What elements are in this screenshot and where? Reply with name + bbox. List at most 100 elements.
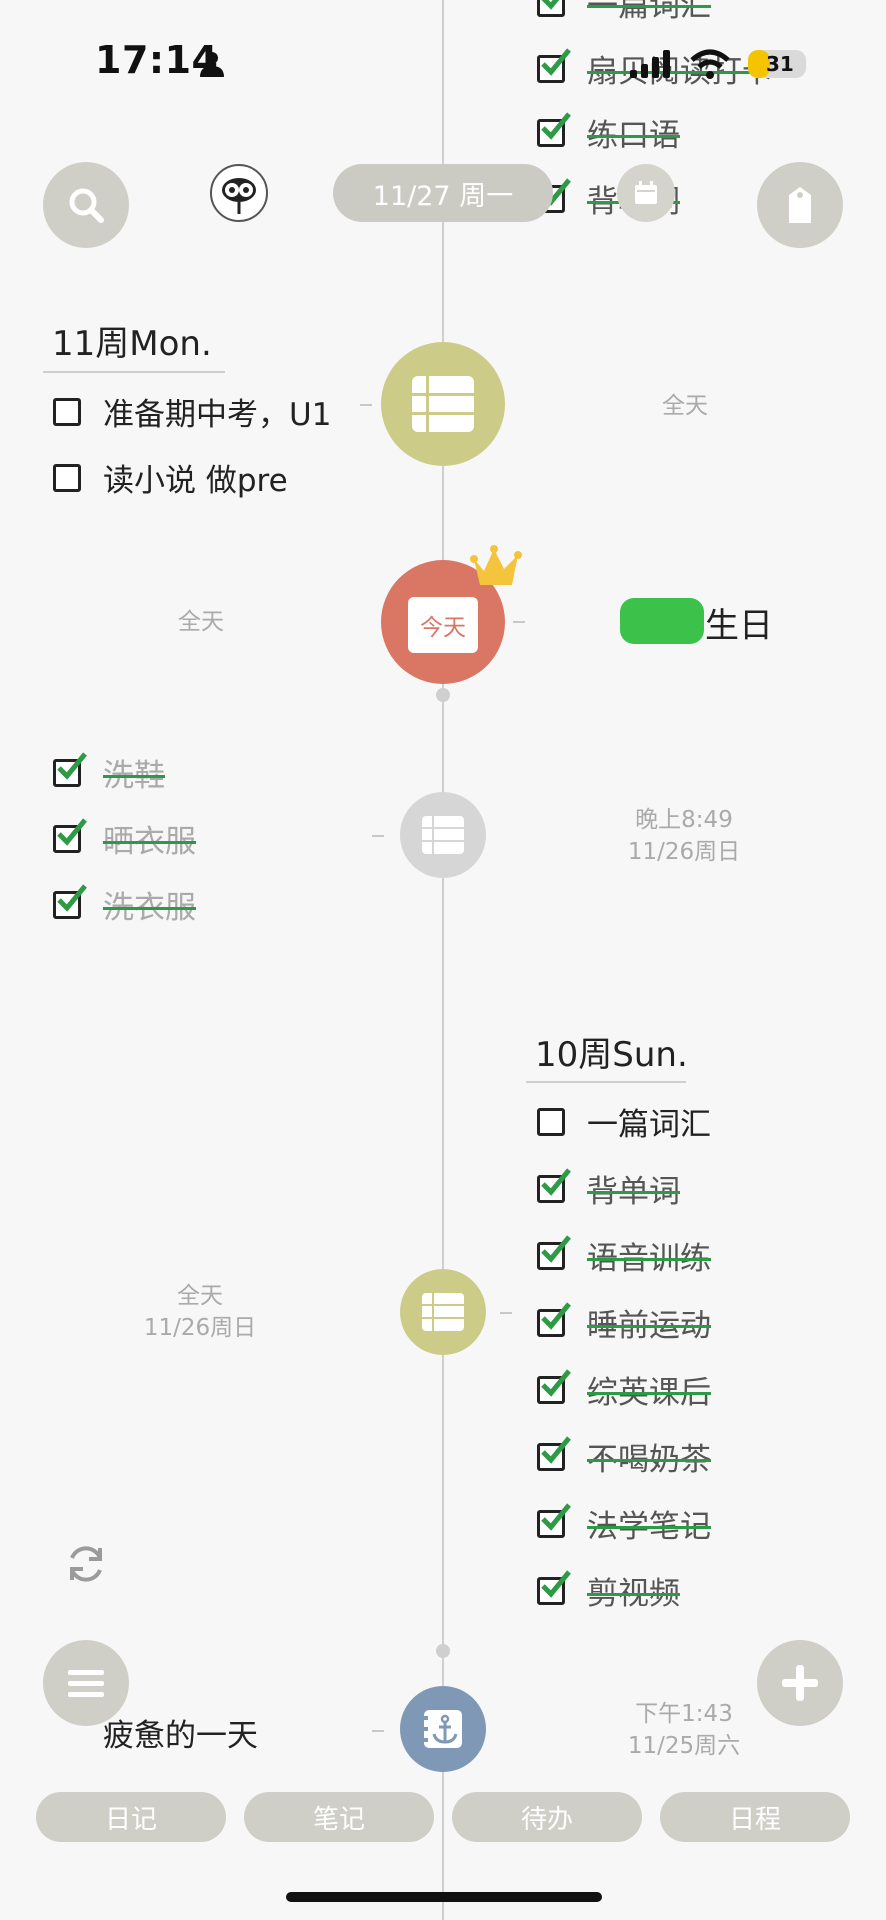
week10-task-8[interactable]: 剪视频 — [537, 1568, 680, 1613]
week10-node[interactable] — [400, 1269, 486, 1355]
tab-todo[interactable]: 待办 — [452, 1792, 642, 1842]
week11-task-2[interactable]: 读小说 做pre — [53, 455, 288, 500]
connector — [500, 1312, 512, 1314]
search-button[interactable] — [43, 162, 129, 248]
time-label: 全天 — [662, 393, 708, 419]
checkbox-checked[interactable] — [53, 817, 87, 853]
checkbox-checked[interactable] — [537, 1234, 571, 1270]
chores-task-1[interactable]: 洗鞋 — [53, 750, 165, 795]
title-underline — [526, 1081, 686, 1083]
chores-task-2[interactable]: 晒衣服 — [53, 816, 196, 861]
checkbox-checked[interactable] — [53, 883, 87, 919]
task-label: 读小说 做pre — [103, 463, 288, 499]
diary-node[interactable] — [400, 1686, 486, 1772]
battery-level: 31 — [766, 52, 794, 76]
date-line: 11/26周日 — [627, 839, 741, 865]
checkbox-unchecked[interactable] — [537, 1107, 565, 1136]
task-label: 洗衣服 — [103, 890, 196, 926]
checkbox-checked[interactable] — [537, 0, 565, 17]
anchor-icon — [424, 1710, 462, 1748]
week10-task-1[interactable]: 一篇词汇 — [537, 1099, 711, 1144]
plus-icon — [782, 1665, 818, 1701]
task-label: 洗鞋 — [103, 758, 165, 794]
week10-title: 10周Sun. — [535, 1035, 688, 1075]
avatar[interactable] — [210, 164, 268, 222]
signal-icon — [630, 50, 670, 78]
diary-text[interactable]: 疲惫的一天 — [103, 1718, 258, 1754]
birthday-event[interactable]: 生日 — [705, 606, 773, 646]
today-label: 今天 — [420, 615, 466, 641]
time-label: 全天 11/26周日 — [120, 1280, 280, 1344]
top-task-2[interactable]: 扇贝阅读打卡 — [537, 46, 773, 91]
chores-task-3[interactable]: 洗衣服 — [53, 882, 196, 927]
title-underline — [43, 371, 225, 373]
tab-diary[interactable]: 日记 — [36, 1792, 226, 1842]
refresh-icon[interactable] — [64, 1542, 108, 1586]
week10-task-7[interactable]: 法学笔记 — [537, 1501, 711, 1546]
time-line: 晚上8:49 — [635, 807, 733, 833]
timeline-line — [442, 0, 444, 1920]
task-label: 剪视频 — [587, 1576, 680, 1612]
timeline-dot — [436, 1644, 450, 1658]
time-line: 下午1:43 — [635, 1701, 733, 1727]
search-icon — [69, 188, 104, 223]
week10-task-6[interactable]: 不喝奶茶 — [537, 1434, 711, 1479]
task-label: 一篇词汇 — [587, 0, 711, 24]
week11-node[interactable] — [381, 342, 505, 466]
tag-button[interactable] — [757, 162, 843, 248]
week10-task-5[interactable]: 综英课后 — [537, 1367, 711, 1412]
task-label: 语音训练 — [587, 1241, 711, 1277]
week11-task-1[interactable]: 准备期中考，U1 — [53, 389, 331, 434]
week10-task-4[interactable]: 睡前运动 — [537, 1300, 711, 1345]
tab-schedule[interactable]: 日程 — [660, 1792, 850, 1842]
add-button[interactable] — [757, 1640, 843, 1726]
time-label: 下午1:43 11/25周六 — [604, 1698, 764, 1762]
task-label: 练口语 — [587, 118, 680, 154]
checkbox-checked[interactable] — [537, 1569, 571, 1605]
week11-title: 11周Mon. — [52, 324, 212, 364]
home-indicator[interactable] — [286, 1892, 602, 1902]
redacted-name — [620, 598, 704, 644]
tag-icon — [789, 187, 811, 223]
time-label: 全天 — [178, 609, 224, 635]
checkbox-unchecked[interactable] — [53, 463, 81, 492]
date-pill[interactable]: 11/27 周一 — [333, 164, 553, 222]
checkbox-checked[interactable] — [537, 1502, 571, 1538]
checkbox-checked[interactable] — [537, 1301, 571, 1337]
task-label: 睡前运动 — [587, 1308, 711, 1344]
task-label: 准备期中考，U1 — [103, 397, 332, 433]
person-icon — [200, 52, 224, 77]
checkbox-checked[interactable] — [537, 47, 571, 83]
connector — [372, 1730, 384, 1732]
menu-button[interactable] — [43, 1640, 129, 1726]
calendar-icon — [635, 181, 657, 204]
connector — [372, 835, 384, 837]
checkbox-checked[interactable] — [53, 751, 87, 787]
checkbox-checked[interactable] — [537, 1435, 571, 1471]
task-label: 晒衣服 — [103, 824, 196, 860]
time-label: 晚上8:49 11/26周日 — [604, 804, 764, 868]
task-label: 综英课后 — [587, 1375, 711, 1411]
week10-task-2[interactable]: 背单词 — [537, 1166, 680, 1211]
top-task-3[interactable]: 练口语 — [537, 110, 680, 155]
task-label: 背单词 — [587, 1174, 680, 1210]
checkbox-unchecked[interactable] — [53, 397, 81, 426]
checkbox-checked[interactable] — [537, 1368, 571, 1404]
tab-notes[interactable]: 笔记 — [244, 1792, 434, 1842]
checkbox-checked[interactable] — [537, 111, 571, 147]
top-task-1[interactable]: 一篇词汇 — [537, 0, 711, 25]
timeline-dot — [436, 688, 450, 702]
wifi-icon — [690, 49, 730, 79]
status-time: 17:14 — [95, 38, 219, 82]
task-label: 一篇词汇 — [587, 1107, 711, 1143]
week10-task-3[interactable]: 语音训练 — [537, 1233, 711, 1278]
chores-node[interactable] — [400, 792, 486, 878]
task-label: 法学笔记 — [587, 1509, 711, 1545]
calendar-button[interactable] — [617, 164, 675, 222]
list-icon — [422, 1293, 464, 1331]
list-icon — [412, 376, 474, 432]
avatar-icon — [222, 178, 256, 214]
checkbox-checked[interactable] — [537, 1167, 571, 1203]
menu-icon — [68, 1670, 104, 1697]
timeline-dash — [442, 1760, 444, 1920]
